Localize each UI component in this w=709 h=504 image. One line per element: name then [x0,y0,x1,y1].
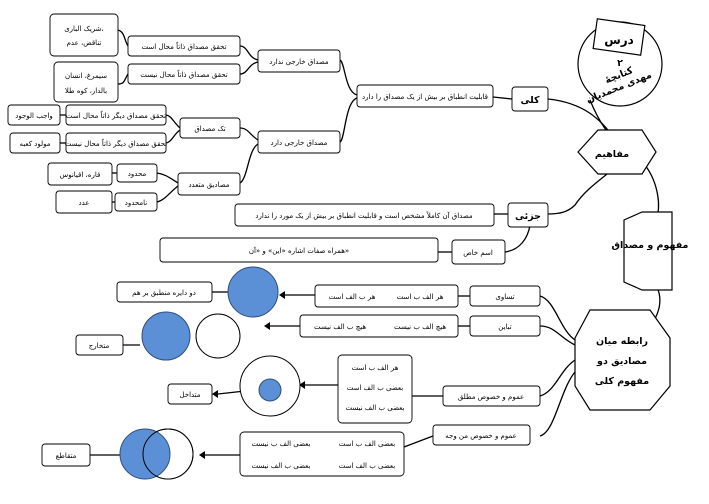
node-general-partial: عموم و خصوص من وجه [432,424,531,446]
hub-mafahim: مفاهیم [577,129,657,175]
hub-rabete: رابطه میان مصادیق دو مفهوم کلی [574,309,671,411]
svg-text:تحقق مصداق دیگر ذاتاً محال نیس: تحقق مصداق دیگر ذاتاً محال نیست [65,138,167,148]
hub-rabete-line2: مصادیق دو [596,356,647,367]
hub-rabete-line3: مفهوم کلی [595,376,649,387]
svg-text:هیچ ب الف نیست: هیچ ب الف نیست [314,323,366,331]
svg-text:نامحدود: نامحدود [125,199,148,207]
hub-mafahim-label: مفاهیم [595,149,629,160]
lesson-title: درس [604,33,634,47]
node-equal-caption: دو دایره منطبق بر هم [116,281,213,303]
node-other-impossible: تحقق مصداق دیگر ذاتاً محال است [65,104,167,126]
svg-text:دو دایره منطبق بر هم: دو دایره منطبق بر هم [132,289,196,297]
svg-text:قابلیت انطباق بر بیش از یک مصد: قابلیت انطباق بر بیش از یک مصداق را دارد [362,93,488,101]
svg-text:تحقق مصداق ذاتاً محال نیست: تحقق مصداق ذاتاً محال نیست [140,69,227,79]
svg-text:مولود کعبه: مولود کعبه [19,140,50,148]
svg-text:هر ب الف است: هر ب الف است [329,293,376,301]
node-demonstrative: همراه صفات اشاره «این» و «آن» [159,237,439,263]
svg-text:مصادیق متعدد: مصادیق متعدد [188,181,229,189]
node-wajib: واجب الوجود [7,104,61,126]
svg-text:جزئی: جزئی [515,211,541,222]
svg-text:بعضی الف ب نیست: بعضی الف ب نیست [252,440,311,448]
node-other-not-impossible: تحقق مصداق دیگر ذاتاً محال نیست [65,132,167,154]
svg-text:بعضی ب الف است: بعضی ب الف است [347,384,404,392]
node-general-partial-caption: متقاطع [41,443,91,467]
svg-text:تحقق مصداق دیگر ذاتاً محال است: تحقق مصداق دیگر ذاتاً محال است [66,110,166,120]
svg-text:بالدار، کوه طلا: بالدار، کوه طلا [65,87,107,95]
svg-text:عدد: عدد [79,199,90,207]
svg-text:هر الف ب است: هر الف ب است [352,364,399,372]
node-multiple: مصادیق متعدد [177,172,241,196]
node-general-absolute: عموم و خصوص مطلق [442,385,541,407]
svg-text:تحقق مصداق ذاتاً محال است: تحقق مصداق ذاتاً محال است [142,41,227,51]
svg-text:سیمرغ، انسان: سیمرغ، انسان [65,72,107,80]
svg-text:تساوی: تساوی [495,293,514,301]
svg-text:قاره، اقیانوس: قاره، اقیانوس [60,171,101,179]
distinct-circle-b [195,313,241,359]
node-jozi-definition: مصداق آن کاملاً مشخص است و قابلیت انطباق… [234,203,495,227]
svg-text:بعضی ب الف است: بعضی ب الف است [339,462,396,470]
svg-text:محدود: محدود [128,170,147,178]
svg-text:تناقض، عدم: تناقض، عدم [67,39,102,47]
node-mowlood-kaaba: مولود کعبه [9,132,61,154]
svg-text:متداخل: متداخل [179,391,200,399]
distinct-circle-a [141,311,191,361]
node-distinct: تباین [469,315,541,337]
node-general-absolute-rules: هر الف ب است بعضی ب الف است بعضی ب الف ن… [337,354,413,424]
node-kolli: کلی [511,86,549,112]
connectors [60,29,661,459]
node-jozi: جزئی [507,202,549,228]
node-equal-rules: هر الف ب است هر ب الف است [314,284,459,308]
svg-text:مصداق خارجی ندارد: مصداق خارجی ندارد [269,58,329,66]
general-partial-circle-b-outline [142,428,194,480]
equal-circle [227,266,279,318]
node-kolli-definition: قابلیت انطباق بر بیش از یک مصداق را دارد [356,84,494,108]
hub-mafhum-misdaq: مفهوم و مصداق [612,211,689,291]
svg-text:تباین: تباین [498,323,512,331]
node-proper-noun: اسم خاص [451,239,506,265]
svg-text:مصداق آن کاملاً مشخص است و قاب: مصداق آن کاملاً مشخص است و قابلیت انطباق… [255,211,473,220]
svg-text:کلی: کلی [520,95,539,106]
svg-text:بعضی ب الف نیست: بعضی ب الف نیست [346,404,405,412]
node-general-absolute-caption: متداخل [167,383,213,405]
hub-rabete-line1: رابطه میان [596,336,648,347]
node-examples-impossible: شریک الباری، تناقض، عدم [49,13,119,57]
svg-text:واجب الوجود: واجب الوجود [15,112,53,120]
lesson-number: ۲ [617,58,623,69]
node-qara-oqyanus: قاره، اقیانوس [47,162,113,186]
svg-text:هیچ الف ب نیست: هیچ الف ب نیست [394,323,446,331]
svg-text:متخارج: متخارج [89,342,110,350]
svg-text:مصداق خارجی دارد: مصداق خارجی دارد [271,139,328,147]
svg-text:عموم و خصوص مطلق: عموم و خصوص مطلق [458,393,524,401]
svg-text:تک مصداق: تک مصداق [194,125,225,133]
svg-text:همراه صفات اشاره «این» و «آن»: همراه صفات اشاره «این» و «آن» [249,246,349,255]
svg-text:اسم خاص: اسم خاص [463,249,493,257]
node-limited: محدود [116,163,158,183]
node-adad: عدد [55,190,113,214]
svg-text:شریک الباری،: شریک الباری، [64,25,104,33]
node-not-impossible-essential: تحقق مصداق ذاتاً محال نیست [127,63,241,85]
svg-text:بعضی الف ب است: بعضی الف ب است [339,440,396,448]
lesson-badge: درس ۲ کتابچهٔ مهدی محمدیان [577,18,663,107]
node-equal: تساوی [469,285,541,307]
svg-text:هر الف ب است: هر الف ب است [397,293,444,301]
node-distinct-rules: هیچ الف ب نیست هیچ ب الف نیست [299,314,459,338]
node-distinct-caption: متخارج [75,334,124,356]
node-single: تک مصداق [179,117,241,139]
svg-text:متقاطع: متقاطع [56,452,77,460]
node-has-external: مصداق خارجی دارد [257,130,341,154]
svg-text:بعضی ب الف نیست: بعضی ب الف نیست [252,462,311,470]
node-no-external: مصداق خارجی ندارد [257,49,341,73]
hub-mafhum-label: مفهوم و مصداق [612,240,689,251]
general-absolute-inner-circle [258,378,282,402]
node-examples-possible: سیمرغ، انسان بالدار، کوه طلا [53,61,119,103]
general-partial-circle-a [119,428,171,480]
node-unlimited: نامحدود [114,192,158,212]
node-impossible-essential: تحقق مصداق ذاتاً محال است [127,35,241,57]
svg-text:عموم و خصوص من وجه: عموم و خصوص من وجه [445,432,516,440]
node-general-partial-rules: بعضی الف ب است بعضی ب الف است بعضی الف ب… [239,431,405,477]
